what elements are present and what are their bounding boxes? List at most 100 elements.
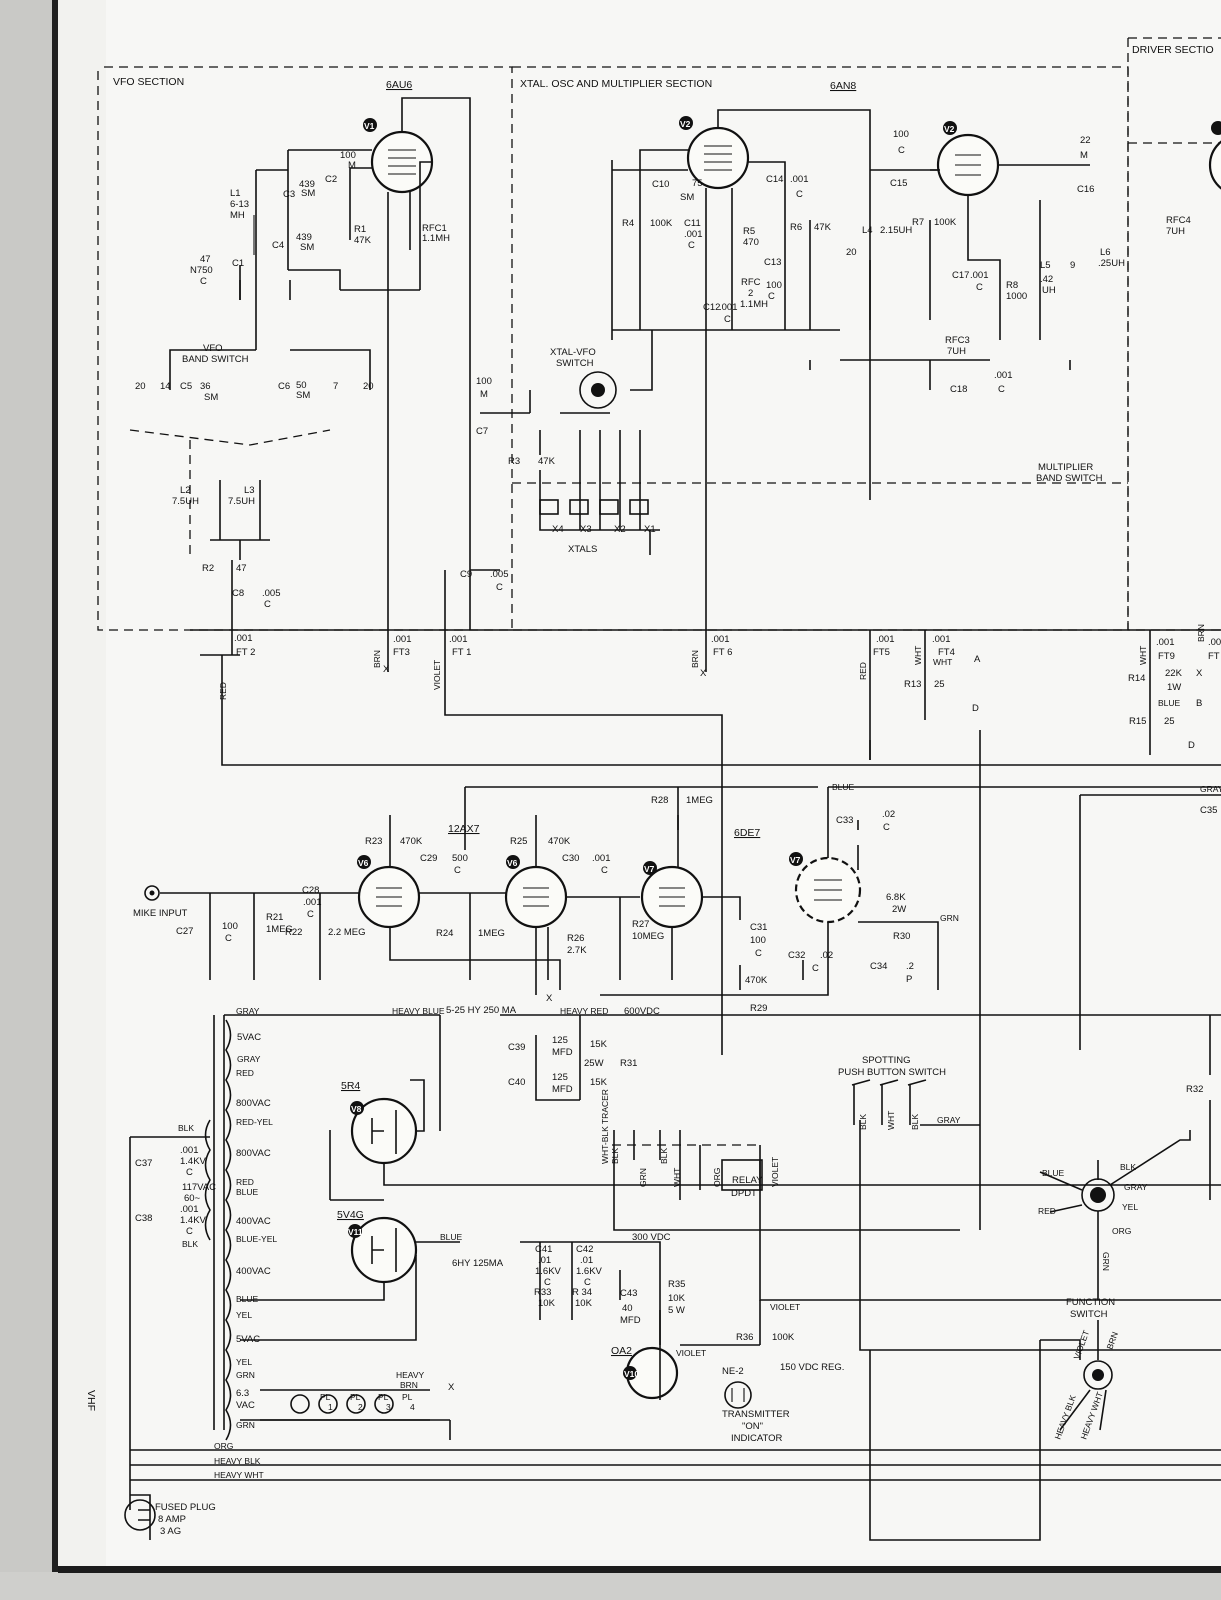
svg-text:.01: .01 [538, 1255, 551, 1266]
svg-text:R33: R33 [534, 1287, 551, 1298]
svg-text:C: C [454, 865, 461, 876]
svg-text:470: 470 [743, 237, 759, 248]
spotting-push-button-switch[interactable]: SPOTTING PUSH BUTTON SWITCH BLK WHT BLK … [838, 1055, 980, 1130]
svg-text:.001: .001 [180, 1204, 199, 1215]
xtal-vfo-switch [579, 371, 617, 409]
svg-text:SM: SM [680, 192, 694, 203]
svg-text:47: 47 [200, 254, 211, 265]
svg-text:C9: C9 [460, 569, 472, 580]
svg-text:V1: V1 [364, 121, 375, 131]
svg-text:.001: .001 [1156, 637, 1175, 648]
svg-text:8 AMP: 8 AMP [158, 1514, 186, 1525]
svg-text:C11: C11 [684, 218, 701, 229]
svg-text:FT 1: FT 1 [452, 647, 471, 658]
svg-text:.001: .001 [684, 229, 703, 240]
svg-text:7UH: 7UH [947, 346, 966, 357]
svg-text:100: 100 [340, 150, 356, 161]
audio-wiring [160, 786, 1221, 1050]
svg-text:HEAVY RED: HEAVY RED [560, 1006, 608, 1016]
tube-v6-type: 12AX7 [448, 823, 480, 835]
svg-text:125: 125 [552, 1072, 568, 1083]
svg-text:PL: PL [378, 1392, 389, 1402]
svg-text:C1: C1 [232, 258, 244, 269]
svg-text:100: 100 [750, 935, 766, 946]
svg-text:C28: C28 [302, 885, 319, 896]
svg-text:47: 47 [236, 563, 247, 574]
svg-text:INDICATOR: INDICATOR [731, 1433, 783, 1444]
svg-text:.001: .001 [970, 270, 989, 281]
svg-text:6HY 125MA: 6HY 125MA [452, 1258, 504, 1269]
svg-text:SWITCH: SWITCH [556, 358, 594, 369]
svg-text:WHT: WHT [1138, 646, 1148, 665]
svg-text:.02: .02 [820, 950, 833, 961]
svg-text:VAC: VAC [236, 1400, 255, 1411]
xtal-labels: 100 M C7 XTAL-VFO SWITCH R3 47K X4 X3 X2… [460, 129, 1125, 593]
svg-text:800VAC: 800VAC [236, 1098, 271, 1109]
svg-text:470K: 470K [548, 836, 571, 847]
svg-text:439: 439 [299, 179, 315, 190]
svg-text:BLUE: BLUE [832, 782, 855, 792]
svg-text:PL: PL [402, 1392, 413, 1402]
svg-text:100: 100 [766, 280, 782, 291]
svg-text:20: 20 [846, 247, 857, 258]
svg-text:C35: C35 [1200, 805, 1217, 816]
feedthrough-labels: BRN .001 FT3 X VIOLET .001 FT 1 BRN .001… [218, 215, 1221, 751]
svg-text:117VAC: 117VAC [182, 1182, 216, 1193]
svg-text:1.1MH: 1.1MH [422, 233, 450, 244]
svg-text:22K: 22K [1165, 668, 1183, 679]
svg-text:L5: L5 [1040, 260, 1051, 271]
svg-text:.001: .001 [234, 633, 253, 644]
svg-text:V2: V2 [944, 124, 955, 134]
svg-text:BLUE: BLUE [236, 1294, 259, 1304]
svg-text:BLK: BLK [1120, 1162, 1136, 1172]
tube-v8: V8 5R4 [341, 1080, 418, 1165]
svg-text:400VAC: 400VAC [236, 1216, 271, 1227]
svg-text:BLK: BLK [858, 1114, 868, 1130]
svg-text:500: 500 [452, 853, 468, 864]
svg-text:MFD: MFD [620, 1315, 641, 1326]
svg-text:R6: R6 [790, 222, 802, 233]
svg-text:100K: 100K [934, 217, 957, 228]
svg-text:C13: C13 [764, 257, 781, 268]
r32-resistor: R32 [1186, 1015, 1211, 1200]
svg-text:5-25 HY 250 MA: 5-25 HY 250 MA [446, 1005, 517, 1016]
svg-text:FT5: FT5 [873, 647, 890, 658]
svg-text:C17: C17 [952, 270, 969, 281]
svg-text:15K: 15K [590, 1039, 608, 1050]
svg-text:.001: .001 [932, 634, 951, 645]
svg-text:R32: R32 [1186, 1084, 1203, 1095]
svg-text:RFC1: RFC1 [422, 223, 447, 234]
svg-text:X: X [700, 668, 707, 679]
svg-text:C: C [755, 948, 762, 959]
tube-v10-type: OA2 [611, 1345, 632, 1357]
power-labels: GRAY HEAVY BLUE 5-25 HY 250 MA HEAVY RED… [85, 1005, 844, 1537]
svg-text:6.8K: 6.8K [886, 892, 906, 903]
svg-text:C42: C42 [576, 1244, 593, 1255]
svg-text:R8: R8 [1006, 280, 1018, 291]
vfo-section-box: VFO SECTION [97, 66, 513, 631]
svg-text:1000: 1000 [1006, 291, 1027, 302]
svg-text:M: M [1080, 150, 1088, 161]
svg-text:4: 4 [410, 1402, 415, 1412]
driver-section-title: DRIVER SECTIO [1132, 44, 1214, 56]
svg-text:100: 100 [222, 921, 238, 932]
svg-text:20: 20 [135, 381, 146, 392]
svg-text:R22: R22 [285, 927, 302, 938]
svg-text:FT 2: FT 2 [236, 647, 255, 658]
svg-text:YEL: YEL [236, 1310, 252, 1320]
fused-plug [124, 1494, 156, 1540]
svg-text:C: C [768, 291, 775, 302]
svg-text:C: C [186, 1226, 193, 1237]
svg-text:GRN: GRN [638, 1168, 648, 1187]
svg-text:PUSH BUTTON SWITCH: PUSH BUTTON SWITCH [838, 1067, 946, 1078]
svg-text:X4: X4 [552, 524, 564, 535]
svg-text:C32: C32 [788, 950, 805, 961]
svg-text:1.6KV: 1.6KV [576, 1266, 603, 1277]
svg-text:RED: RED [236, 1068, 254, 1078]
svg-text:M: M [480, 389, 488, 400]
svg-text:TRANSMITTER: TRANSMITTER [722, 1409, 790, 1420]
svg-text:L1: L1 [230, 188, 241, 199]
svg-text:RELAY: RELAY [732, 1175, 763, 1186]
mike-input-jack[interactable]: MIKE INPUT [133, 885, 188, 919]
